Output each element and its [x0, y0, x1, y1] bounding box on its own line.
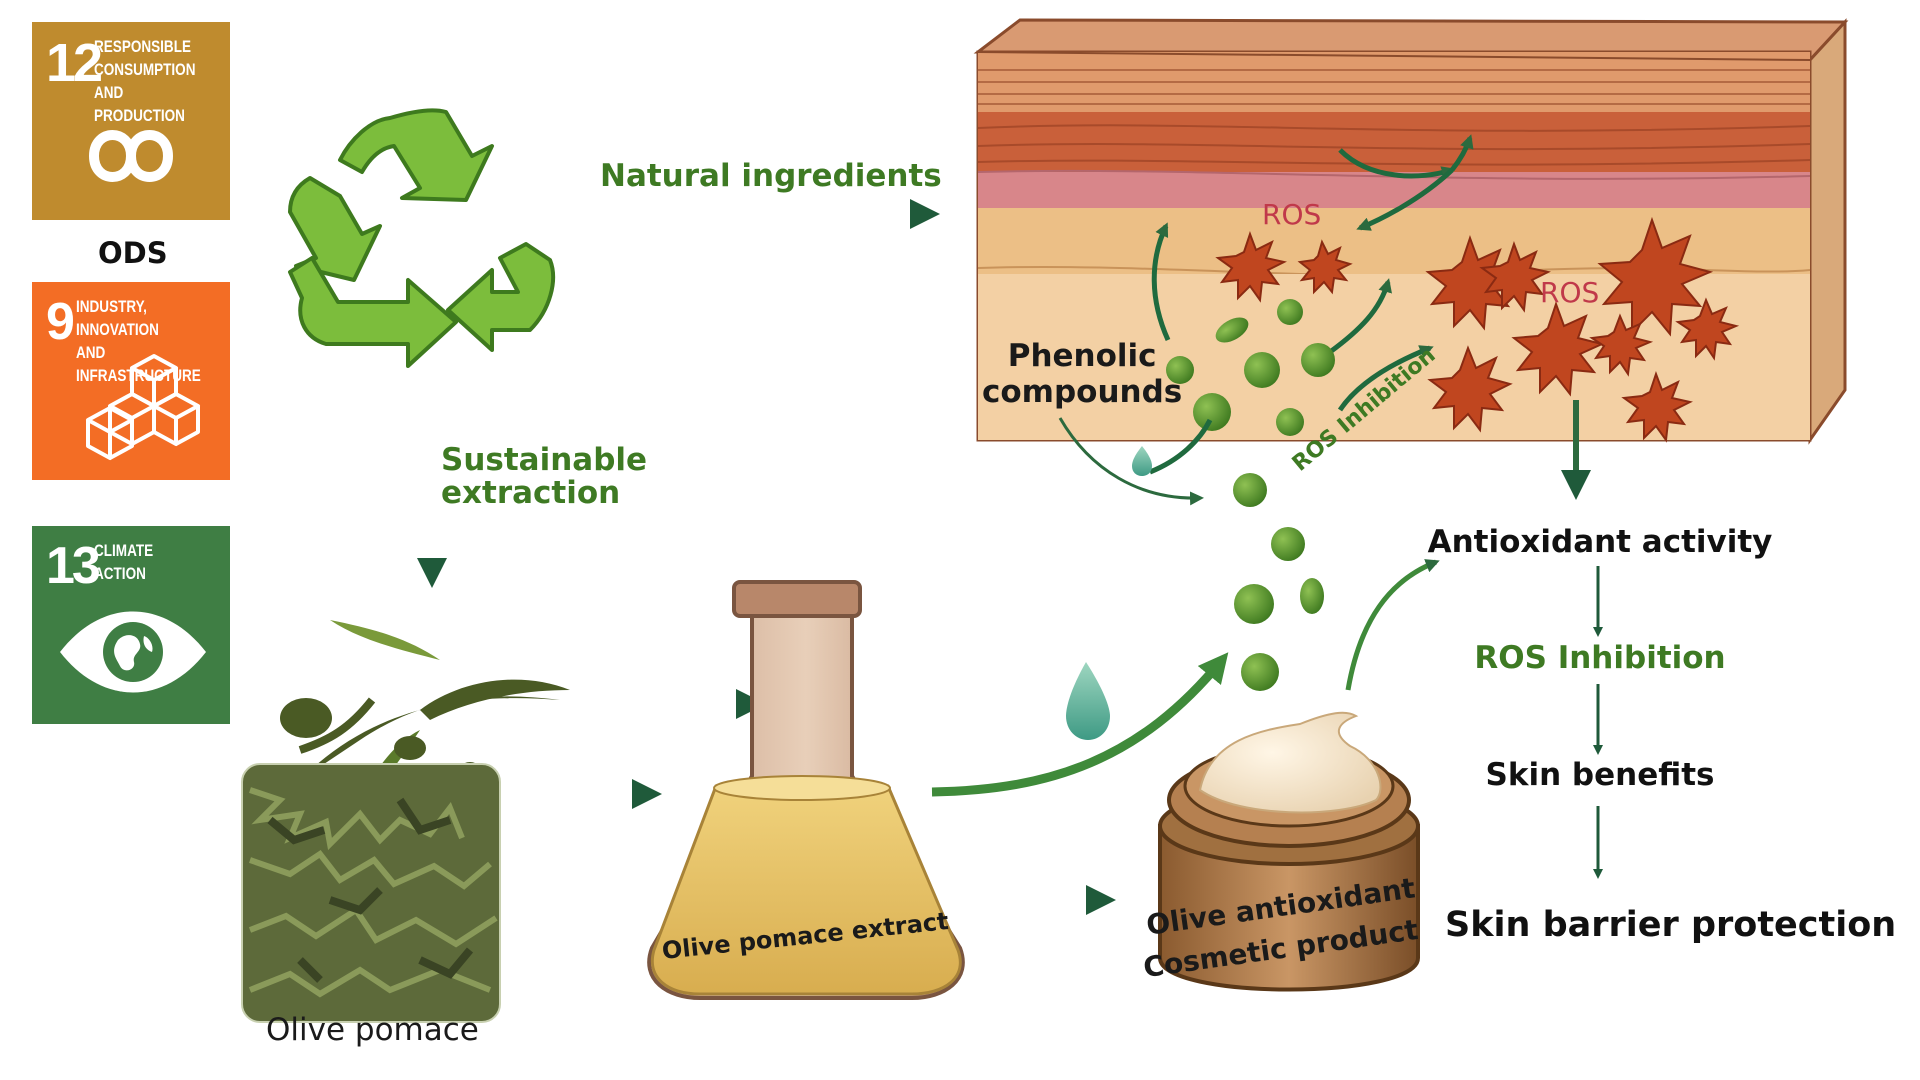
droplet-icon — [1066, 662, 1110, 740]
phenolic-pointer-arrow — [1058, 417, 1204, 506]
natural-ingredients-label: Natural ingredients — [600, 158, 942, 194]
phenolic-compounds-label: Phenolic compounds — [982, 338, 1182, 410]
sustainable-extraction-label: Sustainable extraction — [441, 444, 647, 510]
sdg-12-title-line: AND PRODUCTION — [94, 84, 185, 125]
cream-jar-icon — [1158, 711, 1420, 992]
sdg-12-number: 12 — [46, 33, 103, 93]
sdg-13-tile: 13 CLIMATE ACTION — [32, 526, 230, 724]
sdg-9-title-line: AND INFRASTRUCTURE — [76, 344, 201, 385]
sdg-13-title-line: CLIMATE — [94, 542, 154, 560]
phenolic-beads — [1166, 299, 1335, 691]
phenolic-line: compounds — [982, 374, 1183, 410]
sdg-9-tile: 9 INDUSTRY, INNOVATION AND INFRASTRUCTUR… — [32, 282, 230, 480]
antioxidant-activity-label: Antioxidant activity — [1427, 524, 1773, 560]
recycle-icon — [288, 108, 556, 368]
skin-layers — [973, 18, 1849, 445]
skin-barrier-protection-label: Skin barrier protection — [1445, 905, 1897, 945]
sdg-13-title-line: ACTION — [94, 565, 146, 583]
jar-to-antioxidant-arrow — [1345, 559, 1440, 691]
ros-inhibition-chain-label: ROS Inhibition — [1474, 640, 1726, 676]
skin-benefits-label: Skin benefits — [1485, 757, 1715, 793]
sustainable-extraction-line: extraction — [441, 475, 621, 511]
sdg-12-tile: 12 RESPONSIBLE CONSUMPTION AND PRODUCTIO… — [32, 22, 230, 220]
sdg-13-title: CLIMATE ACTION — [94, 540, 201, 586]
sdg-9-title-line: INDUSTRY, INNOVATION — [76, 298, 159, 339]
olive-pomace-label: Olive pomace — [266, 1012, 479, 1048]
ods-label: ODS — [98, 236, 168, 270]
sdg-9-number: 9 — [46, 293, 75, 351]
small-droplet-icon — [1132, 446, 1152, 476]
olive-pomace-photo — [241, 763, 501, 1023]
sdg-12-title: RESPONSIBLE CONSUMPTION AND PRODUCTION — [94, 36, 201, 128]
phenolic-flow-arrow — [1149, 418, 1213, 475]
sdg-13-number: 13 — [46, 537, 101, 595]
ros-particles — [1215, 216, 1740, 443]
phenolic-line: Phenolic — [1007, 338, 1157, 374]
sdg-12-title-line: CONSUMPTION — [94, 61, 196, 79]
flask-icon — [647, 580, 965, 1000]
sdg-9-title: INDUSTRY, INNOVATION AND INFRASTRUCTURE — [76, 296, 224, 388]
sdg-12-title-line: RESPONSIBLE — [94, 38, 191, 56]
skin-arrows — [1151, 134, 1474, 412]
sustainable-extraction-line: Sustainable — [441, 442, 648, 478]
flask-to-skin-curve-arrow — [931, 652, 1229, 797]
